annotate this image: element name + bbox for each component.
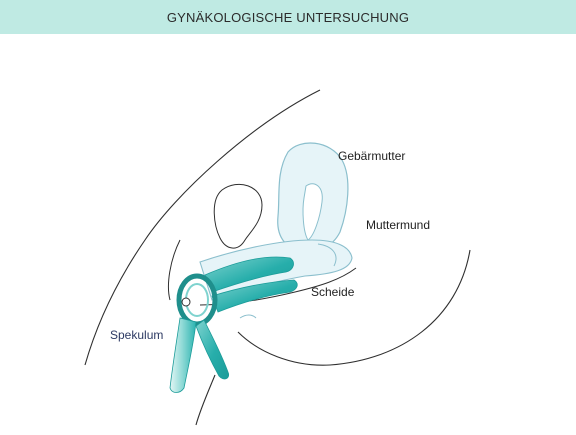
label-speculum: Spekulum	[110, 328, 164, 342]
body-contour-lower	[237, 249, 471, 366]
speculum-screw	[181, 297, 191, 307]
speculum-hinge-ring	[176, 273, 218, 327]
uterus-cavity	[302, 183, 323, 241]
speculum-handle-right	[195, 319, 230, 380]
label-vagina: Scheide	[311, 285, 355, 299]
speculum-blade-lower	[211, 279, 298, 313]
body-contour-inner	[167, 239, 181, 301]
cervix-lip	[317, 243, 337, 267]
bladder-outline	[213, 183, 263, 249]
body-contour-thigh	[195, 374, 216, 426]
page-title: GYNÄKOLOGISCHE UNTERSUCHUNG	[166, 9, 410, 25]
body-contour-back	[84, 89, 321, 366]
label-cervix: Muttermund	[366, 218, 431, 232]
vagina-leader	[239, 314, 257, 319]
speculum-handle-left	[169, 317, 197, 393]
label-uterus: Gebärmutter	[338, 149, 406, 163]
speculum-blade-upper	[204, 256, 294, 293]
title-bar: GYNÄKOLOGISCHE UNTERSUCHUNG	[0, 0, 576, 34]
